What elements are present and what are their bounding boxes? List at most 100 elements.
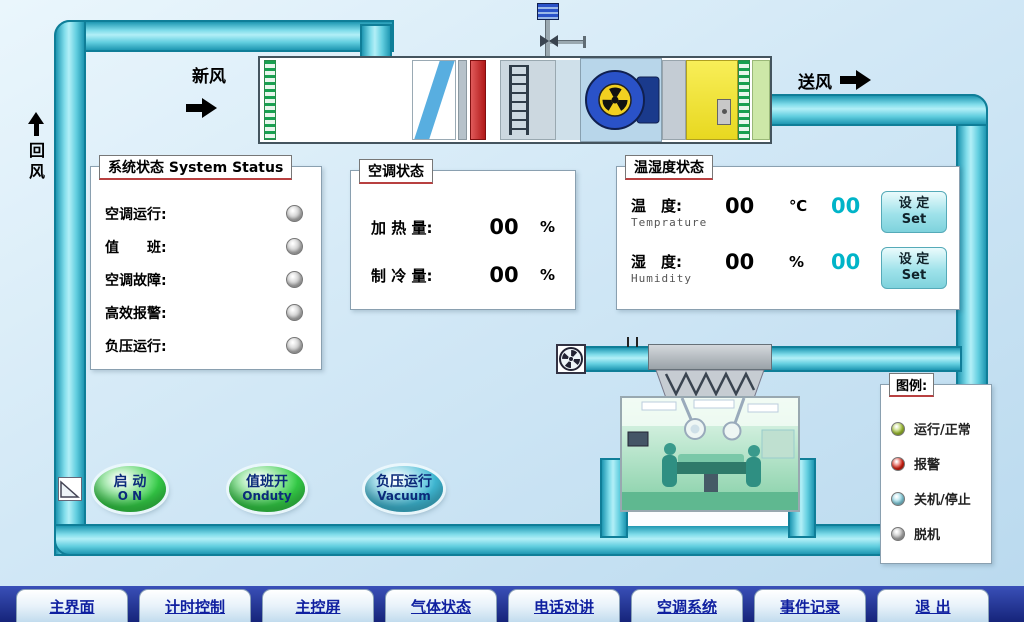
legend-title: 图例: bbox=[889, 373, 935, 397]
cooling-label: 制 冷 量: bbox=[371, 266, 433, 285]
humidity-sublabel: Humidity bbox=[631, 272, 692, 285]
legend-label: 脱机 bbox=[914, 528, 941, 543]
pipe-flange bbox=[583, 36, 586, 48]
humidifier-section bbox=[686, 60, 738, 140]
spray-section bbox=[556, 60, 580, 140]
water-supply-unit bbox=[537, 3, 559, 20]
divider-section bbox=[458, 60, 467, 140]
temperature-sublabel: Temprature bbox=[631, 216, 708, 229]
start-sublabel: O N bbox=[117, 489, 143, 504]
diffuser-zigzag bbox=[655, 369, 765, 399]
nav-tab-main-control[interactable]: 主控屏 bbox=[262, 589, 374, 622]
temperature-value: 00 bbox=[725, 194, 755, 218]
return-air-arrow bbox=[28, 112, 44, 136]
nav-tab-exit[interactable]: 退 出 bbox=[877, 589, 989, 622]
duct-bottom bbox=[54, 524, 990, 556]
fan-icon bbox=[585, 70, 660, 130]
status-label: 空调故障: bbox=[105, 272, 167, 289]
status-row: 负压运行: bbox=[91, 329, 321, 362]
duct-top bbox=[54, 20, 394, 52]
heating-label: 加 热 量: bbox=[371, 218, 433, 237]
status-led bbox=[286, 238, 303, 255]
fresh-air-label: 新风 bbox=[192, 67, 226, 87]
legend-item: 报警 bbox=[881, 446, 991, 481]
set-sublabel: Set bbox=[901, 212, 927, 227]
legend-led-alarm bbox=[891, 456, 905, 471]
system-status-title: 系统状态 System Status bbox=[99, 155, 293, 180]
set-label: 设 定 bbox=[898, 251, 930, 267]
legend-item: 脱机 bbox=[881, 516, 991, 551]
humidity-row: 湿 度: Humidity 00 % 00 设 定 Set bbox=[617, 245, 959, 301]
bottom-nav-bar: 主界面 计时控制 主控屏 气体状态 电话对讲 空调系统 事件记录 退 出 bbox=[0, 586, 1024, 622]
vacuum-button[interactable]: 负压运行 Vacuum bbox=[365, 466, 443, 512]
cooling-row: 制 冷 量: 00 % bbox=[351, 251, 575, 299]
humidity-setpoint: 00 bbox=[831, 250, 861, 274]
return-air-label: 回风 bbox=[28, 141, 45, 181]
fan-section bbox=[580, 58, 662, 142]
legend-led-stopped bbox=[891, 491, 905, 506]
status-led bbox=[286, 304, 303, 321]
status-label: 负压运行: bbox=[105, 338, 167, 355]
onduty-button[interactable]: 值班开 Onduty bbox=[229, 466, 305, 512]
onduty-label: 值班开 bbox=[246, 474, 288, 491]
legend-item: 运行/正常 bbox=[881, 411, 991, 446]
legend-label: 报警 bbox=[914, 458, 941, 473]
fresh-air-arrow bbox=[186, 98, 217, 118]
duct-room-branch bbox=[584, 346, 962, 372]
legend-led-running bbox=[891, 421, 905, 436]
temperature-row: 温 度: Temprature 00 ℃ 00 设 定 Set bbox=[617, 189, 959, 245]
start-button[interactable]: 启 动 O N bbox=[94, 466, 166, 512]
operating-room-image bbox=[620, 396, 800, 512]
ac-status-title: 空调状态 bbox=[359, 159, 433, 184]
nav-tab-ac-system[interactable]: 空调系统 bbox=[631, 589, 743, 622]
control-box bbox=[717, 99, 731, 125]
nav-tab-gas-status[interactable]: 气体状态 bbox=[385, 589, 497, 622]
status-row: 空调故障: bbox=[91, 263, 321, 296]
filter-media bbox=[413, 61, 455, 139]
coil-section bbox=[500, 60, 556, 140]
legend-panel: 图例: 运行/正常 报警 关机/停止 脱机 bbox=[880, 373, 992, 564]
status-row: 值 班: bbox=[91, 230, 321, 263]
temperature-setpoint: 00 bbox=[831, 194, 861, 218]
legend-led-offline bbox=[891, 526, 905, 541]
set-sublabel: Set bbox=[901, 268, 927, 283]
nav-tab-main-screen[interactable]: 主界面 bbox=[16, 589, 128, 622]
status-label: 值 班: bbox=[105, 239, 167, 256]
nav-tab-event-log[interactable]: 事件记录 bbox=[754, 589, 866, 622]
set-label: 设 定 bbox=[898, 195, 930, 211]
humidity-set-button[interactable]: 设 定 Set bbox=[881, 247, 947, 289]
heating-coil bbox=[509, 65, 529, 135]
humidity-unit: % bbox=[789, 253, 805, 271]
cooling-value: 00 bbox=[489, 263, 519, 287]
vacuum-label: 负压运行 bbox=[376, 474, 432, 491]
start-label: 启 动 bbox=[113, 474, 147, 491]
nav-tab-phone-intercom[interactable]: 电话对讲 bbox=[508, 589, 620, 622]
status-label: 高效报警: bbox=[105, 305, 167, 322]
status-led bbox=[286, 205, 303, 222]
heating-unit: % bbox=[539, 218, 555, 236]
humidity-value: 00 bbox=[725, 250, 755, 274]
ac-status-panel: 空调状态 加 热 量: 00 % 制 冷 量: 00 % bbox=[350, 159, 576, 310]
temperature-unit: ℃ bbox=[789, 197, 808, 215]
status-label: 空调运行: bbox=[105, 206, 167, 223]
vacuum-sublabel: Vacuum bbox=[377, 489, 431, 504]
prefilter bbox=[264, 60, 276, 140]
damper-symbol bbox=[58, 477, 82, 501]
status-row: 空调运行: bbox=[91, 197, 321, 230]
temperature-label: 温 度: bbox=[631, 197, 682, 215]
temp-humidity-panel: 温湿度状态 温 度: Temprature 00 ℃ 00 设 定 Set 湿 … bbox=[616, 155, 960, 310]
legend-label: 运行/正常 bbox=[914, 423, 971, 438]
nav-tab-timing-control[interactable]: 计时控制 bbox=[139, 589, 251, 622]
humidity-label: 湿 度: bbox=[631, 253, 682, 271]
valve-icon bbox=[540, 32, 558, 51]
branch-damper bbox=[627, 337, 638, 347]
status-led bbox=[286, 271, 303, 288]
exhaust-fan-icon bbox=[556, 344, 586, 374]
temp-humidity-title: 温湿度状态 bbox=[625, 155, 713, 180]
bag-filter bbox=[412, 60, 456, 140]
system-status-panel: 系统状态 System Status 空调运行: 值 班: 空调故障: 高效报警… bbox=[90, 155, 322, 370]
temperature-set-button[interactable]: 设 定 Set bbox=[881, 191, 947, 233]
legend-label: 关机/停止 bbox=[914, 493, 971, 508]
heating-value: 00 bbox=[489, 215, 519, 239]
